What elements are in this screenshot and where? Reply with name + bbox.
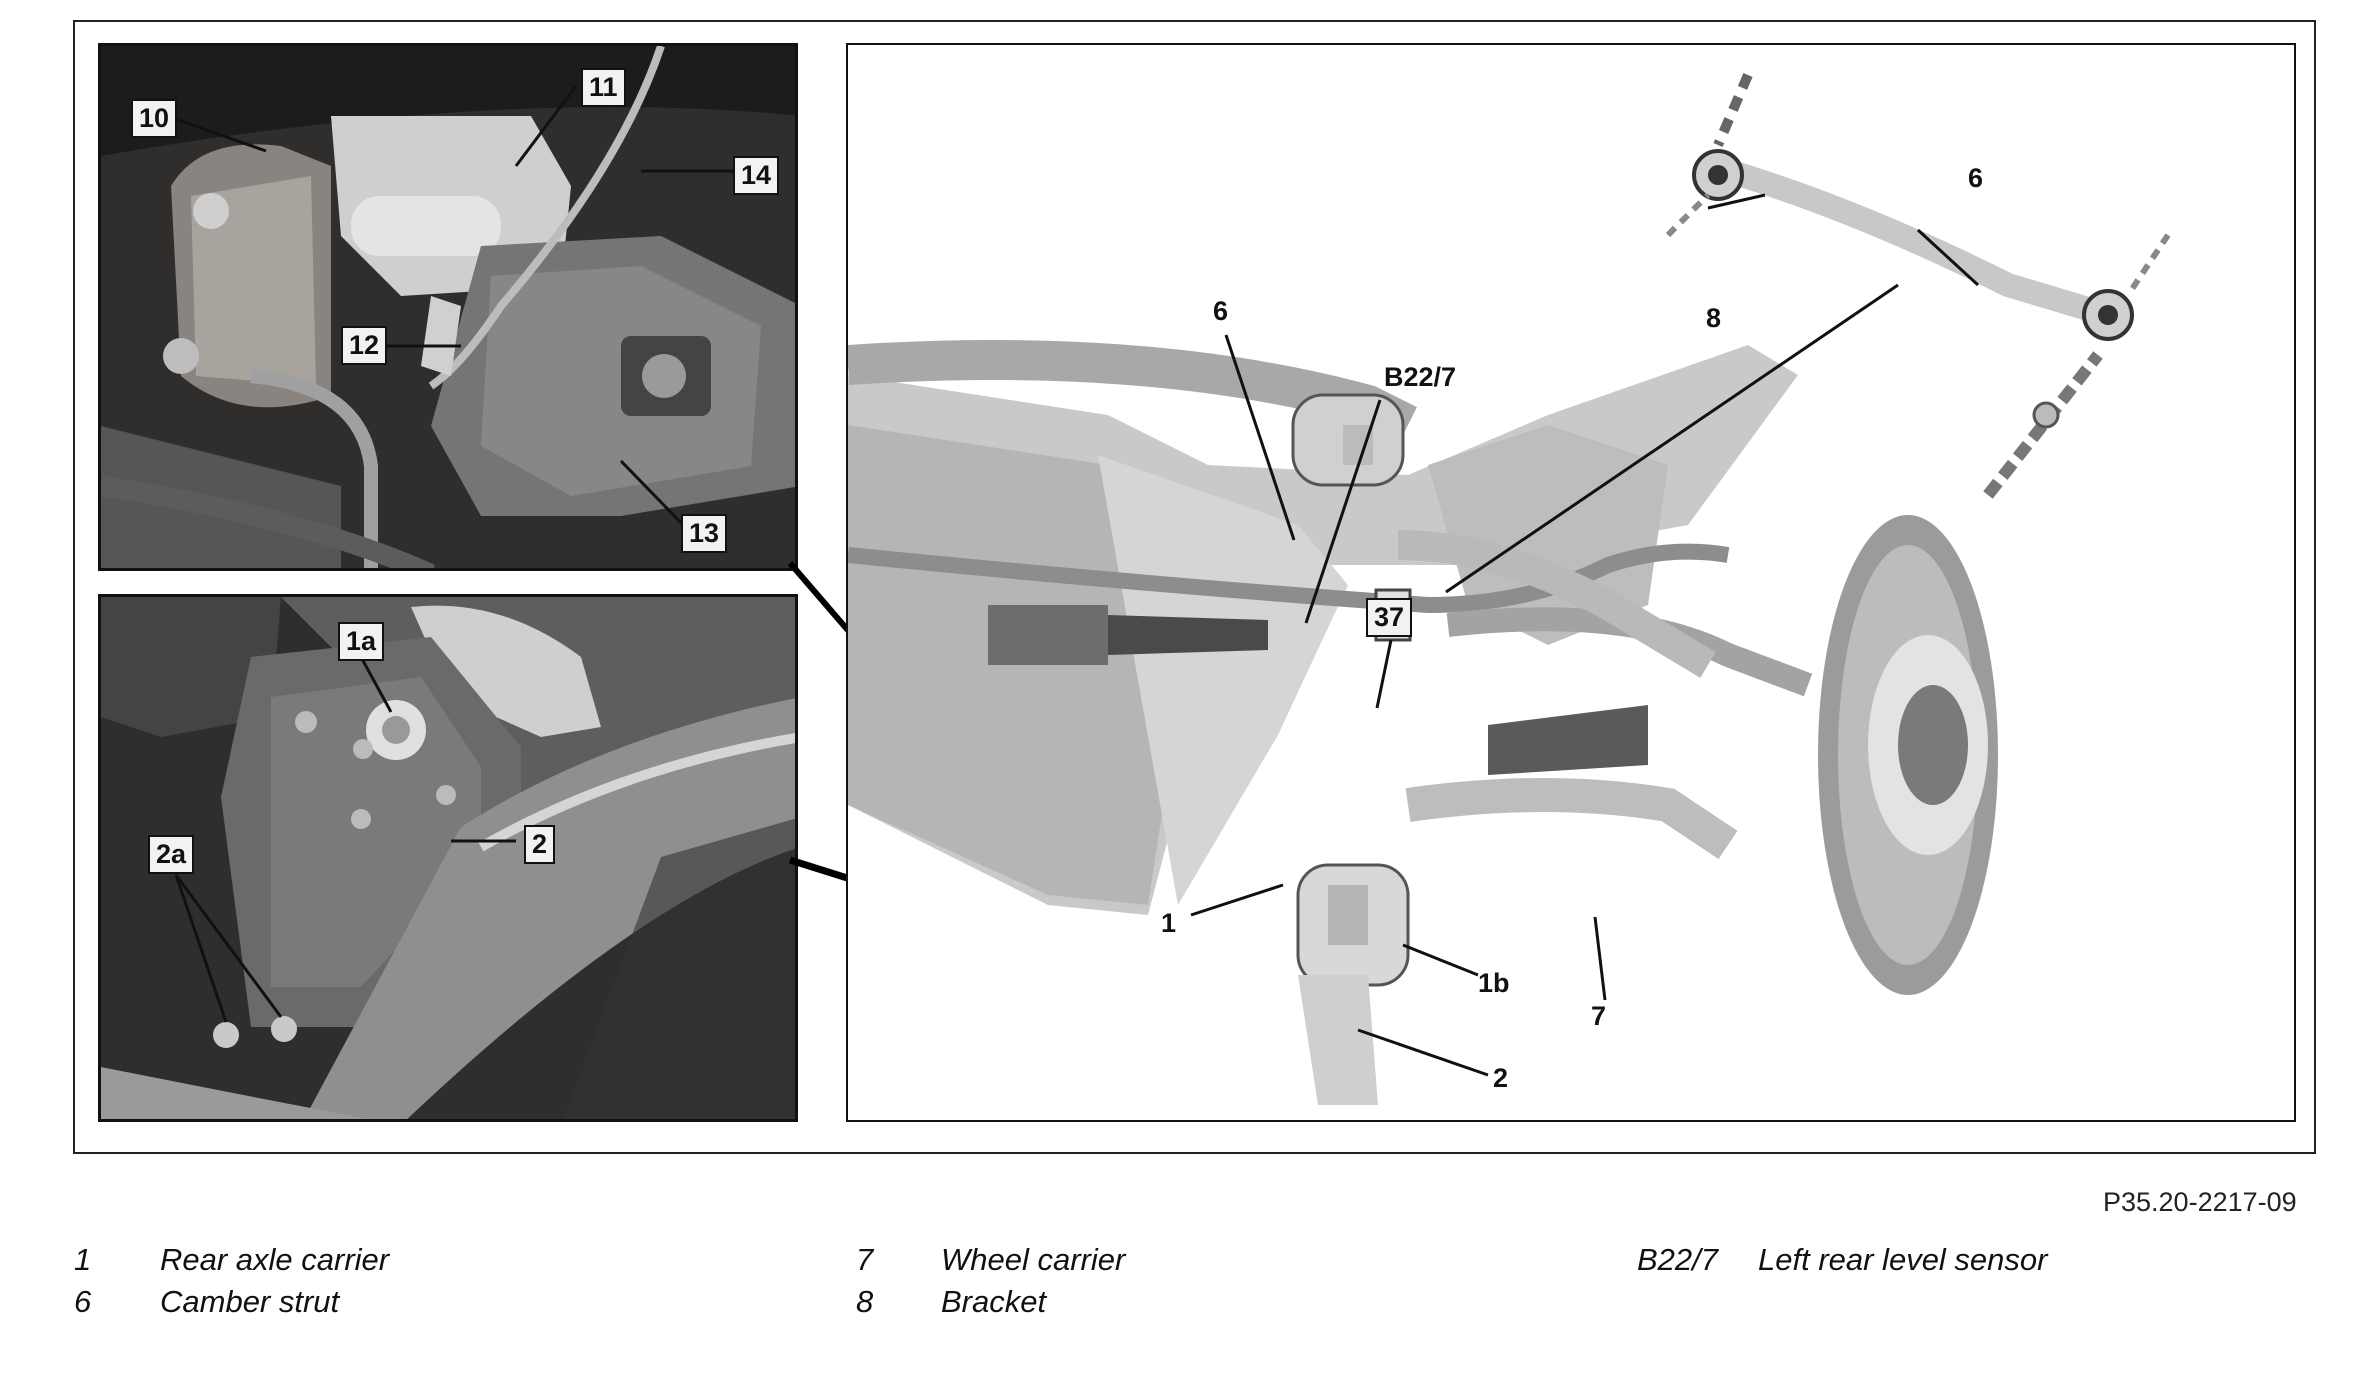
legend-text-camber-strut: Camber strut (160, 1284, 340, 1319)
figure-id: P35.20-2217-09 (2103, 1187, 2297, 1217)
callout-6-main: 6 (1213, 296, 1229, 326)
callout-8: 8 (1706, 303, 1722, 333)
legend-num-1: 1 (74, 1242, 92, 1277)
legend-num-7: 7 (856, 1242, 874, 1277)
rear-axle-illustration: 6 B22/7 37 1 1b 2 7 6 8 (846, 43, 2296, 1122)
callout-1: 1 (1161, 908, 1177, 938)
callout-13: 13 (681, 514, 728, 553)
photo-panel-carrier-mount: 1a 2 2a (98, 594, 798, 1122)
callout-B22-7: B22/7 (1384, 362, 1457, 392)
callout-7: 7 (1591, 1001, 1607, 1031)
rear-axle-drawing (848, 73, 2171, 1105)
callout-14: 14 (733, 156, 780, 195)
legend-num-6: 6 (74, 1284, 92, 1319)
mount-detail-photo (101, 46, 795, 568)
callout-37: 37 (1366, 598, 1413, 637)
callout-1a: 1a (338, 622, 385, 661)
callout-12: 12 (341, 326, 388, 365)
callout-6-exploded: 6 (1968, 163, 1984, 193)
legend-num-B22-7: B22/7 (1637, 1242, 1719, 1277)
callout-11: 11 (581, 68, 626, 107)
legend-text-wheel-carrier: Wheel carrier (941, 1242, 1126, 1277)
callout-2a: 2a (148, 835, 195, 874)
photo-panel-mount-detail: 10 11 14 12 13 (98, 43, 798, 571)
legend-text-left-rear-level-sensor: Left rear level sensor (1758, 1242, 2048, 1277)
legend-text-rear-axle-carrier: Rear axle carrier (160, 1242, 390, 1277)
callout-1b: 1b (1478, 968, 1510, 998)
callout-2-main: 2 (1493, 1063, 1509, 1093)
carrier-mount-photo (101, 597, 795, 1119)
callout-10: 10 (131, 99, 178, 138)
legend-text-bracket: Bracket (941, 1284, 1047, 1319)
legend-num-8: 8 (856, 1284, 874, 1319)
callout-2-photo: 2 (524, 825, 556, 864)
